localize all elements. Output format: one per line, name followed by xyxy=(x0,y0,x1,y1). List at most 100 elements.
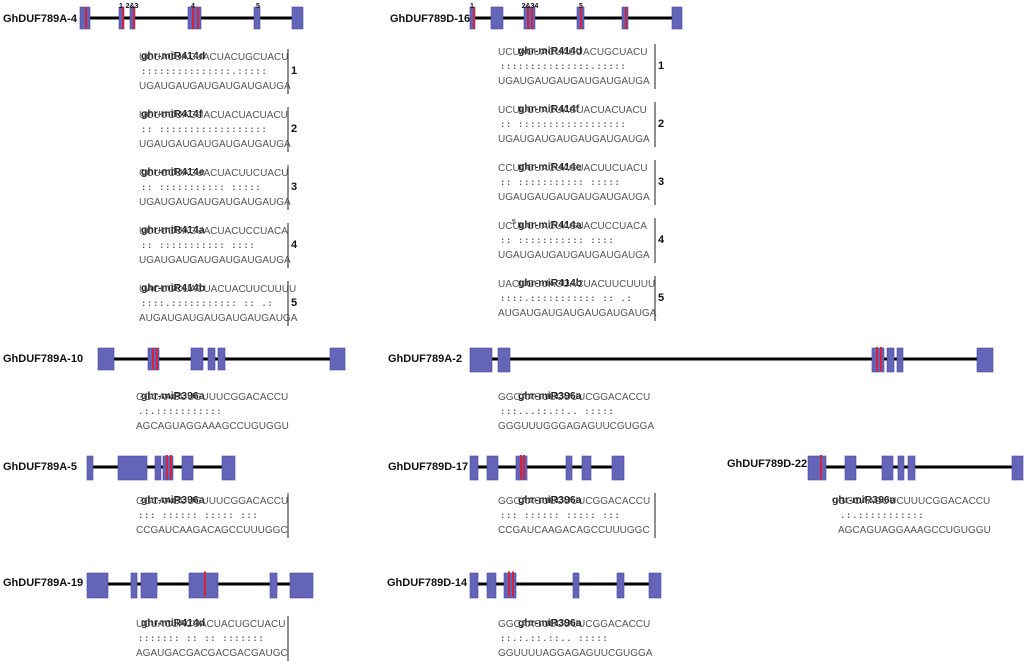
site-number: 3 xyxy=(291,181,297,193)
alignment-block: ghr-miR414dUCUACUACUACUACUGCUACU::::::: … xyxy=(136,616,289,661)
mirna-name: ghr-miR396a xyxy=(141,494,205,506)
target-site-mark xyxy=(508,571,510,597)
exon-box xyxy=(844,455,857,481)
target-sequence: AGCAGUAGGAAAGCCUGUGGU xyxy=(838,525,991,536)
pairing-symbols: :: ::::::::::: ::::: xyxy=(500,178,620,188)
exon-box xyxy=(269,572,278,599)
alignment-block: ghr-miR414dUCUACUACUACUACUGCUACU::::::::… xyxy=(498,44,664,89)
mirna-sequence: UCUUCUACUACUACUCCUACA xyxy=(139,226,288,237)
exon-box xyxy=(469,347,493,373)
gene-name: GhDUF789A-2 xyxy=(388,353,462,365)
gene-name: GhDUF789D-17 xyxy=(388,461,468,473)
exon-box xyxy=(187,6,202,30)
exon-box xyxy=(469,455,479,481)
exon-box xyxy=(611,455,625,481)
exon-box xyxy=(907,455,916,481)
target-sequence: UGAUGAUGAUGAUGAUGAUGA xyxy=(139,81,291,92)
site-number: 1 xyxy=(291,65,297,77)
site-number: 4 xyxy=(658,234,665,246)
target-site-mark xyxy=(527,7,529,29)
pairing-symbols: ::::.::::::::::: :: .: xyxy=(500,294,632,304)
pairing-symbols: .:.::::::::::: xyxy=(138,407,222,417)
mirna-sequence: GGCAAGUUCUUUCGGACACCU xyxy=(498,496,650,507)
target-sequence: AUGAUGAUGAUGAUGAUGAUGA xyxy=(498,308,657,319)
gene-name: GhDUF789A-10 xyxy=(3,353,83,365)
pairing-symbols: .:.::::::::::: xyxy=(840,511,924,521)
exon-box xyxy=(486,572,497,599)
mirna-sequence: UACUGCUACUACUACUUCUUUU xyxy=(139,284,296,295)
target-site-mark xyxy=(820,455,822,479)
target-site-mark xyxy=(880,347,882,371)
target-sequence: UGAUGAUGAUGAUGAUGAUGA xyxy=(139,255,291,266)
mirna-sequence: UCUACUACUACUACUGCUACU xyxy=(498,47,647,58)
target-sequence: UGAUGAUGAUGAUGAUGAUGA xyxy=(498,250,650,261)
exon-box xyxy=(154,455,162,481)
target-sequence: CCGAUCAAGACAGCCUUUGGC xyxy=(136,525,288,536)
exon-box xyxy=(117,455,148,481)
mirna-sequence: GGCAAGUUCUUUCGGACACCU xyxy=(498,392,650,403)
target-site-mark xyxy=(192,7,194,29)
target-site-mark xyxy=(473,7,475,29)
exon-box xyxy=(329,347,346,371)
site-number: 5 xyxy=(658,292,664,304)
pairing-symbols: :::::::::::::::.::::: xyxy=(500,62,626,72)
target-sequence: UGAUGAUGAUGAUGAUGAUGA xyxy=(139,139,291,150)
mirna-sequence: UACUGCUACUACUACUUCUUUU xyxy=(498,279,655,290)
exon-box xyxy=(976,347,994,373)
target-sequence: CCGAUCAAGACAGCCUUUGGC xyxy=(498,525,650,536)
gene-name: GhDUF789A-19 xyxy=(3,577,83,589)
mirna-sequence: UCUUCUACUACUACUCCUACA xyxy=(498,221,647,232)
target-sequence: UGAUGAUGAUGAUGAUGAUGA xyxy=(498,192,650,203)
target-site-mark xyxy=(170,455,172,479)
exon-box xyxy=(181,455,194,481)
alignment-block: ghr-miR414bUACUGCUACUACUACUUCUUUU::::.::… xyxy=(139,281,298,326)
target-site-mark xyxy=(122,7,124,29)
mirna-name: ghr-miR414e xyxy=(518,161,582,173)
exon-box xyxy=(616,572,625,599)
mirna-name: ghr-miR414d xyxy=(141,50,205,62)
exon-number-label: 2&3 xyxy=(126,3,139,10)
pairing-symbols: :::...::.::.. ::::: xyxy=(500,407,614,417)
exon-box xyxy=(896,347,904,373)
site-number: 2 xyxy=(291,123,297,135)
alignment-block: ghr-miR396aGGCAAGUUCUUUCGGACACCU.:.:::::… xyxy=(832,494,991,536)
exon-number-label: 2&34 xyxy=(522,3,539,10)
exon-box xyxy=(130,572,138,599)
pairing-symbols: :: :::::::::::::::::: xyxy=(500,120,626,130)
mirna-sequence: UCUACUACUACUACUGCUACU xyxy=(139,52,288,63)
mirna-name: ghr-miR414b xyxy=(141,282,205,294)
site-number: 5 xyxy=(291,297,297,309)
gene-name: GhDUF789D-22 xyxy=(727,458,807,470)
pairing-symbols: :: ::::::::::: :::: xyxy=(141,241,255,251)
exon-box xyxy=(807,455,827,481)
alignment-block: ghr-miR414bUACUGCUACUACUACUUCUUUU::::.::… xyxy=(498,276,664,321)
gene-panel: GhDUF789D-17 ghr-miR396aGGCAAGUUCUUUCGGAC… xyxy=(388,455,656,538)
alignment-block: ghr-miR396aGGCAAGUUCUUUCGGACACCU:::...::… xyxy=(498,390,654,432)
gene-panel: GhDUF789D-14ghr-miR396aGGCAAGUUCUUUCGGAC… xyxy=(387,571,662,659)
exon-box xyxy=(253,6,261,30)
alignment-block: ghr-miR414dUCUACUACUACUACUGCUACU::::::::… xyxy=(139,49,297,94)
gene-name: GhDUF789A-5 xyxy=(3,461,77,473)
mirna-name: ghr-miR414e xyxy=(141,166,205,178)
mirna-name: ghr-miR396a xyxy=(518,390,582,402)
mirna-name: ghr-miR414f xyxy=(141,108,203,120)
exon-box xyxy=(291,6,304,30)
mirna-name: ghr-miR396a xyxy=(832,494,896,506)
exon-box xyxy=(97,347,115,371)
mirna-name: ghr-miR396a xyxy=(518,617,582,629)
target-site-mark xyxy=(166,455,168,479)
exon-box xyxy=(886,347,895,373)
target-site-mark xyxy=(156,348,158,370)
exon-number-label: 5 xyxy=(579,3,583,10)
gene-panel: GhDUF789D-22 ghr-miR396aGGCAAGUUCUUUCGGAC… xyxy=(727,455,1024,536)
mirna-name: ghr-miR414a xyxy=(518,219,582,231)
mirna-sequence: UCUACUACUACUACUGCUACU xyxy=(136,619,285,630)
target-site-mark xyxy=(152,348,154,370)
exon-box xyxy=(486,455,499,481)
